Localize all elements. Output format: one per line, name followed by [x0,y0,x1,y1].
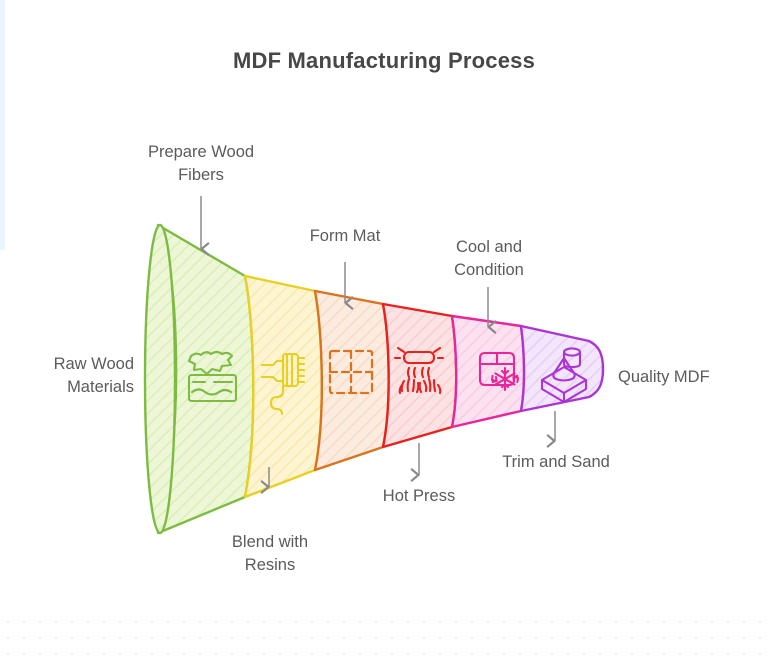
left-edge-accent-strip [0,0,5,250]
funnel-segment-prepare-wood-fibers[interactable] [143,223,255,535]
label-form-mat: Form Mat [309,227,381,245]
resin-dispenser-icon [260,352,306,416]
dot-grid-decoration [0,614,768,656]
label-trim-and-sand: Trim and Sand [502,453,610,471]
mat-grid-icon [328,349,374,395]
label-raw-wood-materials: Raw Wood Materials [53,355,134,397]
label-quality-mdf: Quality MDF [618,368,710,386]
label-prepare-wood-fibers: Prepare Wood Fibers [147,143,255,185]
funnel-segment-hot-press[interactable] [381,302,458,449]
label-blend-with-resins: Blend with Resins [231,533,309,575]
label-hot-press: Hot Press [382,487,456,505]
hot-press-icon [393,346,445,395]
sanding-icon [540,347,588,404]
page-title: MDF Manufacturing Process [232,48,536,73]
label-cool-and-condition: Cool and Condition [454,238,524,280]
cooling-box-icon [478,351,520,392]
wood-log-icon [187,350,238,403]
